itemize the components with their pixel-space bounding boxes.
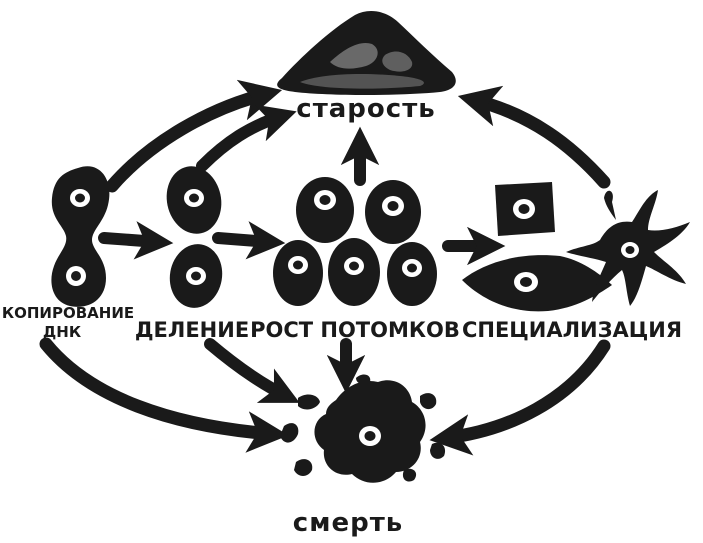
- dna-copy-cell-shape: [51, 166, 110, 307]
- division-label: ДЕЛЕНИЕ: [135, 318, 249, 342]
- arrow-division-to-death: [204, 338, 300, 403]
- arrow-specialization-to-old-age: [457, 85, 611, 189]
- death-cell-shape: [280, 374, 446, 483]
- arrow-dna-copy-to-division: [98, 221, 174, 260]
- arrow-dna-copy-to-old-age: [105, 79, 283, 193]
- old-age-cell-shape: [277, 10, 456, 96]
- arrow-specialization-to-death: [429, 339, 611, 456]
- arrow-dna-copy-to-death: [39, 337, 289, 453]
- death-label: смерть: [293, 508, 403, 538]
- specialization-cells-shape: [462, 182, 690, 312]
- dna-copy-label-line2: ДНК: [43, 323, 82, 341]
- dna-copy-label-line1: КОПИРОВАНИЕ: [2, 304, 134, 322]
- growth-cells-shape: [273, 177, 437, 306]
- growth-label: РОСТ ПОТОМКОВ: [250, 318, 460, 342]
- division-cells-shape: [166, 166, 223, 308]
- arrow-division-to-growth: [212, 221, 286, 260]
- old-age-label: старость: [296, 94, 435, 124]
- arrow-division-to-old-age: [196, 104, 297, 172]
- specialization-label: СПЕЦИАЛИЗАЦИЯ: [462, 318, 682, 342]
